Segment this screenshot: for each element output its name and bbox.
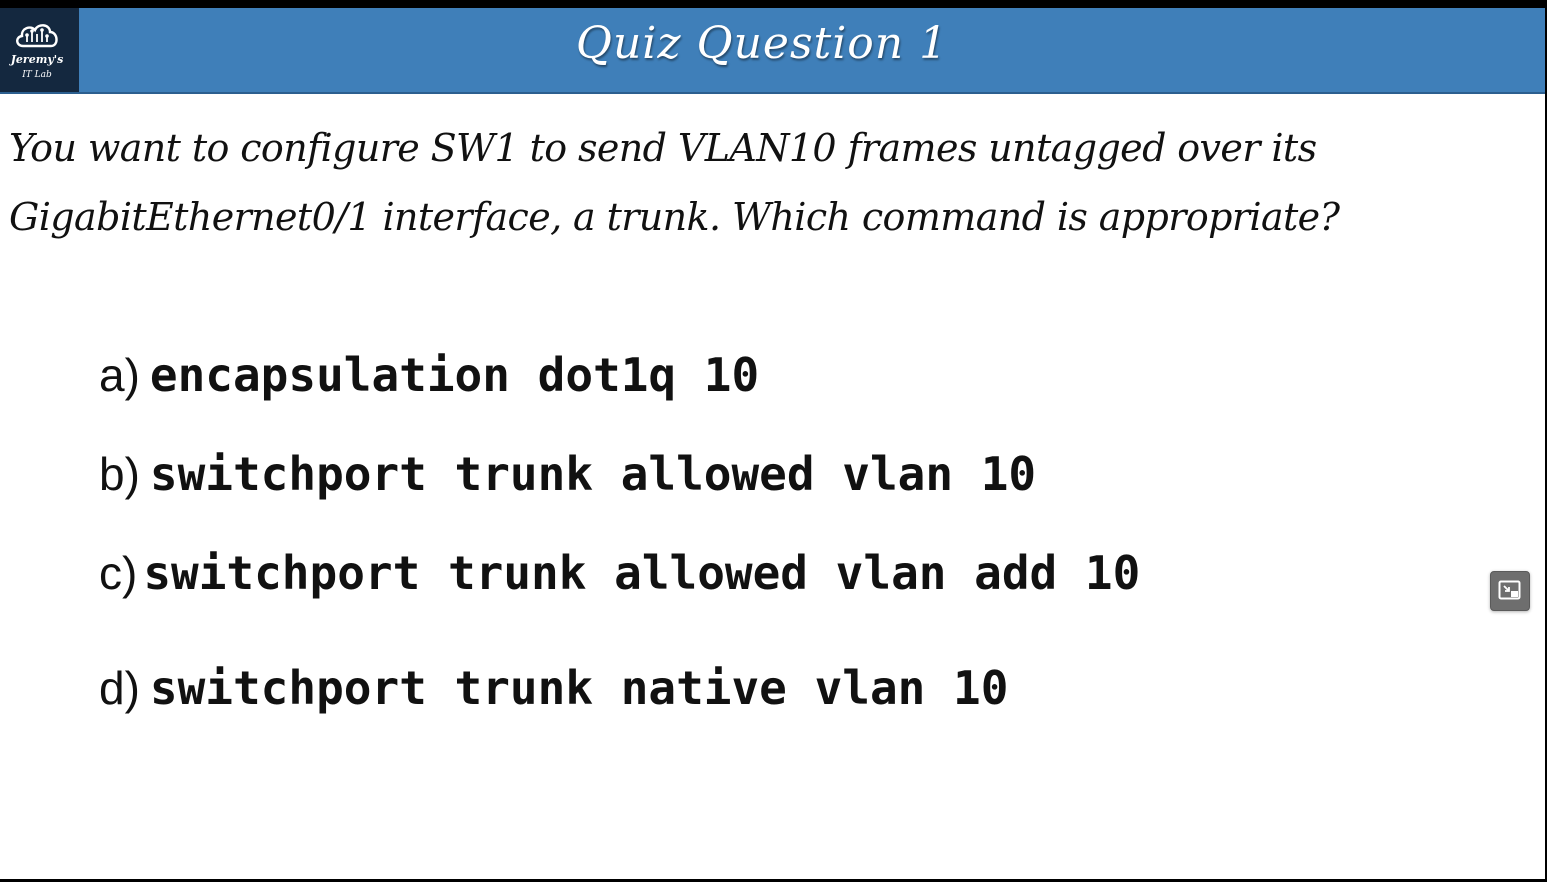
option-letter: b) — [99, 448, 140, 500]
slide-title: Quiz Question 1 — [575, 18, 949, 69]
question-line-2: GigabitEthernet0/1 interface, a trunk. W… — [9, 195, 1340, 239]
question-text: You want to configure SW1 to send VLAN10… — [9, 114, 1509, 252]
option-c: c)switchport trunk allowed vlan add 10 — [99, 546, 1140, 600]
option-command: switchport trunk allowed vlan 10 — [149, 447, 1037, 501]
question-line-1: You want to configure SW1 to send VLAN10… — [9, 126, 1317, 170]
picture-in-picture-button[interactable] — [1490, 571, 1530, 611]
slide-header: Jeremy's IT Lab Quiz Question 1 — [0, 8, 1545, 94]
jeremys-it-lab-logo: Jeremy's IT Lab — [0, 8, 79, 92]
option-d: d)switchport trunk native vlan 10 — [99, 661, 1008, 715]
option-letter: c) — [99, 547, 138, 599]
cloud-circuit-icon — [16, 24, 58, 48]
option-command: encapsulation dot1q 10 — [149, 348, 760, 402]
option-b: b)switchport trunk allowed vlan 10 — [99, 447, 1036, 501]
option-letter: d) — [99, 662, 140, 714]
option-letter: a) — [99, 349, 140, 401]
option-command: switchport trunk allowed vlan add 10 — [143, 546, 1141, 600]
option-command: switchport trunk native vlan 10 — [149, 661, 1009, 715]
slide: Jeremy's IT Lab Quiz Question 1 You want… — [0, 8, 1545, 879]
picture-in-picture-icon — [1498, 580, 1521, 600]
option-a: a)encapsulation dot1q 10 — [99, 348, 759, 402]
logo-text-secondary: IT Lab — [22, 70, 52, 80]
logo-text-primary: Jeremy's — [10, 53, 64, 66]
bottom-border — [0, 879, 1547, 882]
